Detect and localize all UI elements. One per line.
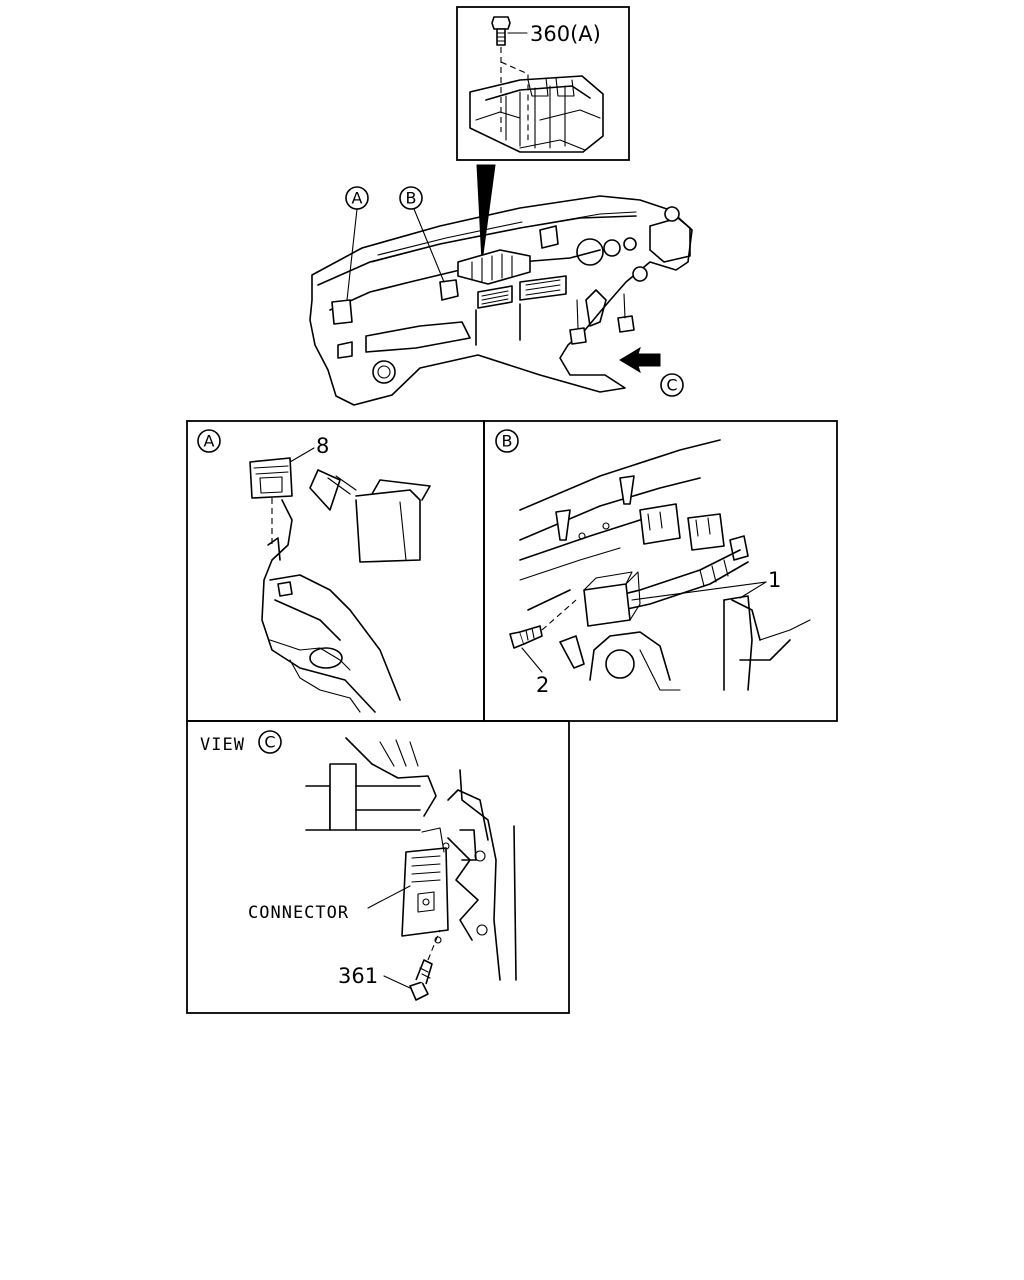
part-8-module bbox=[249, 457, 293, 499]
svg-text:B: B bbox=[406, 189, 417, 208]
panel-view-c-detail: VIEW C CONNECTOR bbox=[186, 720, 570, 1014]
callout-8: 8 bbox=[316, 434, 329, 458]
callout-a-main: A bbox=[345, 186, 369, 301]
panel-b-frame bbox=[483, 420, 838, 722]
callout-361: 361 bbox=[338, 964, 378, 988]
fuse-block-sketch bbox=[469, 75, 604, 153]
callout-1: 1 bbox=[768, 568, 781, 592]
callout-c-main: C bbox=[660, 373, 684, 397]
inset-360-detail: 360(A) bbox=[456, 6, 630, 161]
connector-b-location bbox=[439, 279, 459, 301]
view-c-caption: VIEW bbox=[200, 735, 245, 755]
dashboard-overview bbox=[309, 195, 693, 406]
view-c-tag: C bbox=[264, 733, 275, 752]
panel-a-frame bbox=[186, 420, 485, 722]
panel-view-c-frame bbox=[186, 720, 570, 1014]
panel-a-detail: A 8 bbox=[186, 420, 485, 722]
panel-a-tag: A bbox=[204, 432, 215, 451]
svg-text:A: A bbox=[352, 189, 363, 208]
callout-b-main: B bbox=[399, 186, 445, 283]
inset-360-frame bbox=[456, 6, 630, 161]
callout-connector: CONNECTOR bbox=[248, 903, 349, 923]
pointer-wedge bbox=[476, 164, 496, 263]
bolt-2-icon bbox=[509, 625, 543, 649]
panel-b-tag: B bbox=[502, 432, 513, 451]
callout-2: 2 bbox=[536, 673, 549, 697]
connector-a-location bbox=[331, 299, 353, 325]
view-c-arrow-icon bbox=[619, 346, 661, 374]
bolt-361-icon bbox=[409, 959, 433, 1001]
svg-text:C: C bbox=[666, 376, 677, 395]
callout-360: 360(A) bbox=[530, 22, 601, 46]
panel-b-detail: B 1 2 bbox=[483, 420, 838, 722]
connector-module bbox=[401, 827, 450, 944]
part-1-relay bbox=[583, 571, 641, 627]
bolt-360-icon bbox=[491, 16, 511, 46]
